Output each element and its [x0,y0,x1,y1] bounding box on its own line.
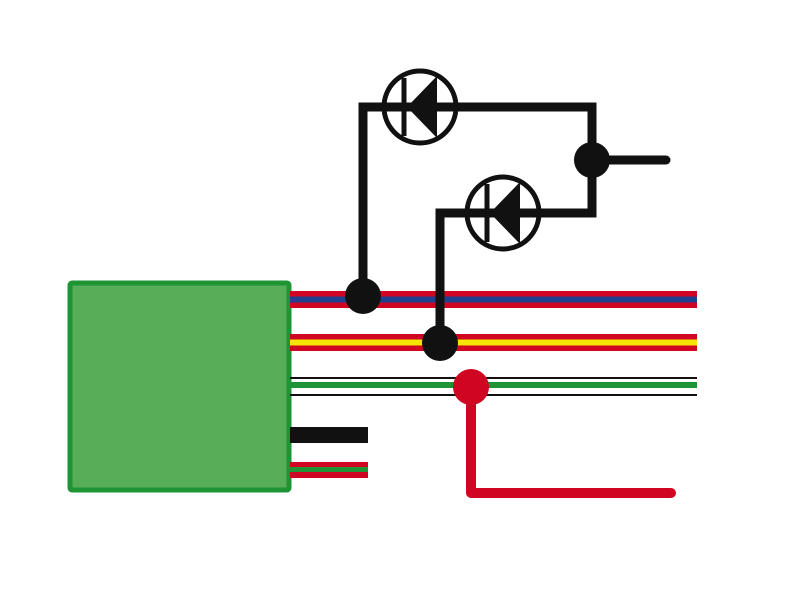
junction-dot-upper-right [574,142,610,178]
wire-outer-line-top [290,377,697,379]
diode-upper [381,68,459,146]
harness-wire-black-green [290,377,697,396]
red-tap-wire [466,382,676,498]
stub-wire-black [290,427,368,443]
wire-inner-stripe [290,339,697,346]
diode-lower [464,174,542,252]
wire-inner-stripe [290,296,697,303]
wire-upper-diode-loop [358,102,597,296]
stub-wire-red-green [290,462,368,478]
wire-inner-stripe [290,382,697,388]
control-module-box [67,280,292,493]
diode-upper-triangle [407,76,437,138]
diode-lower-triangle [490,182,520,244]
wire-inner-stripe [290,467,368,472]
junction-dot-harness-1 [345,278,381,314]
junction-dot-harness-2 [422,325,458,361]
harness-wire-red-blue [290,291,697,308]
junction-dot-red-tap [453,369,489,405]
wire-outer-line-bottom [290,394,697,396]
harness-wire-red-yellow [290,334,697,351]
